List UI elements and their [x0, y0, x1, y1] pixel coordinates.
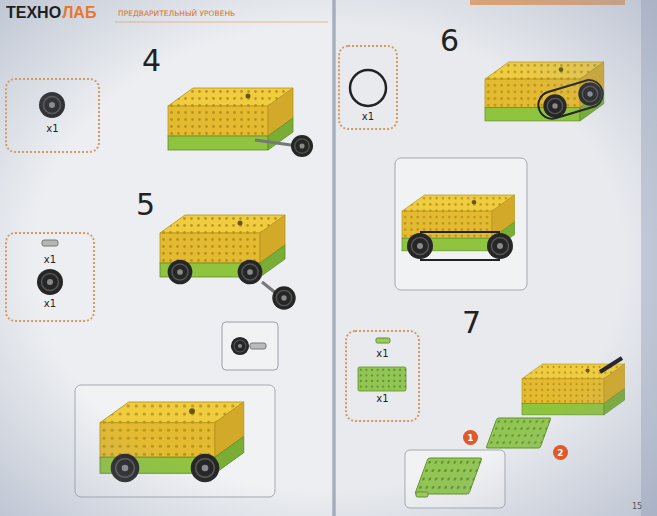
callout-number: 2	[553, 445, 568, 460]
quantity-text: x1	[347, 393, 418, 405]
quantity-text: x1	[7, 123, 98, 135]
parts-box: x1 x1	[345, 330, 420, 422]
brand-logo: ЛАБ	[62, 5, 96, 21]
quantity-text: x1	[7, 254, 93, 266]
step-number: 5	[136, 190, 155, 220]
section-heading: ПРЕДВАРИТЕЛЬНЫЙ УРОВЕНЬ	[118, 10, 235, 18]
brand-logo: ТЕХНО	[6, 5, 61, 21]
callout-digit: 2	[557, 448, 563, 458]
parts-box: x1	[5, 78, 100, 153]
quantity-text: x1	[347, 348, 418, 360]
quantity-text: x1	[7, 298, 93, 310]
quantity-text: x1	[340, 111, 396, 123]
parts-box: x1 x1	[5, 232, 95, 322]
step-number: 4	[142, 46, 161, 76]
callout-digit: 1	[467, 433, 473, 443]
step-number: 6	[440, 26, 459, 56]
page-number: 15	[632, 503, 642, 511]
callout-number: 1	[463, 430, 478, 445]
parts-box: x1	[338, 45, 398, 130]
step-number: 7	[462, 308, 481, 338]
